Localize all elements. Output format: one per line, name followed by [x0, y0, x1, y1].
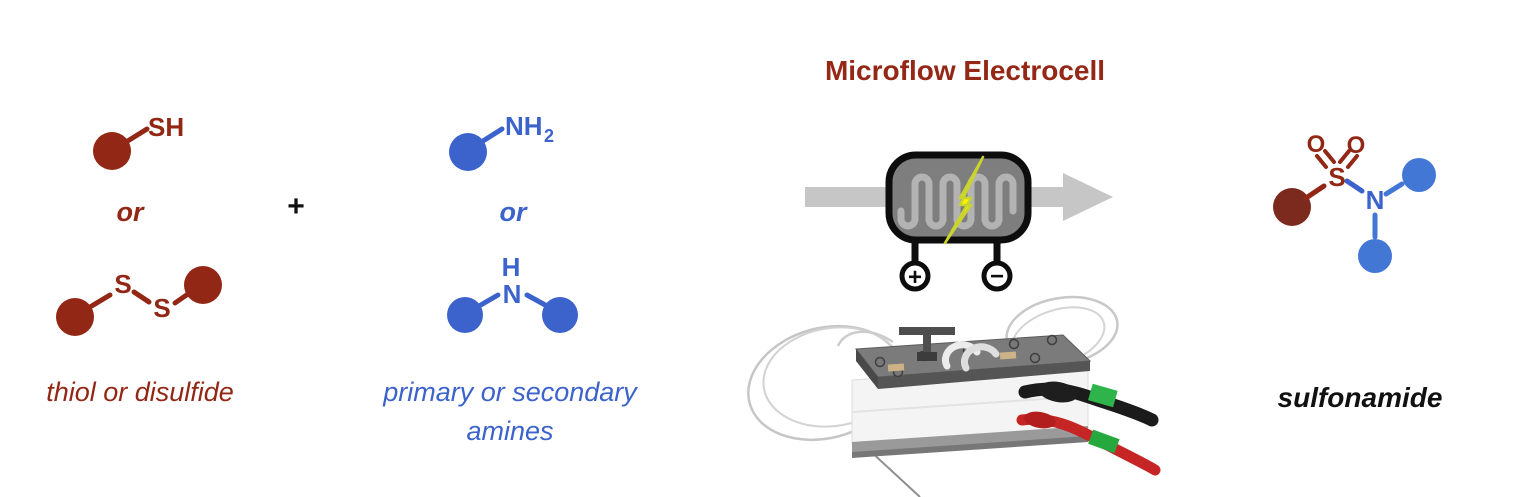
s-label: S: [1328, 162, 1345, 192]
process-title: Microflow Electrocell: [824, 55, 1106, 86]
carbon-ball: [56, 298, 94, 336]
carbon-ball: [184, 266, 222, 304]
carbon-ball: [1402, 158, 1436, 192]
s1-label: S: [114, 269, 131, 299]
o1-label: O: [1307, 131, 1326, 158]
or-label-left: or: [116, 197, 144, 227]
lightning-bolt-icon: [943, 155, 985, 245]
double-bond: [1323, 149, 1336, 164]
carbon-ball: [447, 297, 483, 333]
double-bond: [1346, 154, 1359, 169]
bond: [524, 292, 550, 309]
green-marker: [1088, 429, 1120, 454]
sh-label: SH: [148, 112, 184, 142]
electrocell-photo: [747, 295, 1161, 497]
sulfonamide-structure: S O O N: [1273, 131, 1436, 273]
cathode-minus-label: −: [990, 263, 1004, 290]
bond: [480, 126, 505, 144]
n-label: N: [1366, 185, 1385, 215]
caption-amines-line2: amines: [466, 416, 554, 446]
carbon-ball: [93, 132, 131, 170]
carbon-ball: [449, 133, 487, 171]
cathode-terminal-icon: [981, 260, 1013, 292]
electrode-leads: + −: [899, 238, 1013, 292]
carbon-ball: [1273, 188, 1311, 226]
n-label: N: [503, 279, 522, 309]
carbon-ball: [1358, 239, 1392, 273]
caption-thiol-or-disulfide: thiol or disulfide: [46, 377, 234, 407]
primary-amine-structure: NH 2: [449, 111, 554, 171]
serpentine-channel-icon: [897, 173, 1017, 230]
bond: [87, 292, 113, 310]
bond: [123, 126, 150, 145]
caption-amines: primary or secondary amines: [345, 377, 675, 447]
disulfide-structure: S S: [56, 266, 222, 336]
o2-label: O: [1347, 132, 1366, 159]
green-marker: [1088, 383, 1118, 408]
bond: [172, 291, 191, 306]
nh2-label: NH: [505, 111, 543, 141]
caption-sulfonamide: sulfonamide: [1277, 382, 1443, 413]
bond: [131, 289, 152, 305]
double-bond: [1315, 154, 1328, 169]
carbon-ball: [542, 297, 578, 333]
bond: [1383, 181, 1405, 197]
nh2-label-subscript: 2: [544, 126, 554, 146]
double-bond: [1338, 149, 1351, 164]
h-label: H: [502, 252, 521, 282]
s2-label: S: [153, 293, 170, 323]
or-label-right: or: [499, 197, 527, 227]
anode-terminal-icon: [899, 260, 931, 292]
anode-plus-label: +: [908, 264, 922, 291]
plus-sign: +: [287, 190, 305, 223]
secondary-amine-structure: H N: [447, 252, 578, 333]
electrocell-icon: [885, 151, 1032, 245]
caption-amines-line1: primary or secondary: [383, 377, 637, 407]
thiol-structure: SH: [93, 112, 184, 170]
bond: [476, 292, 501, 309]
bond: [1303, 183, 1327, 201]
bond: [1344, 178, 1365, 194]
